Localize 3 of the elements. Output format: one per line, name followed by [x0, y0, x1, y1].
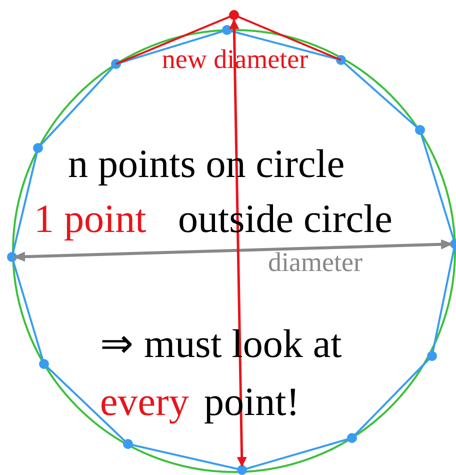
label-text: diameter	[268, 248, 362, 278]
label-text: every	[100, 380, 189, 424]
label-text: 1 point	[34, 197, 146, 241]
